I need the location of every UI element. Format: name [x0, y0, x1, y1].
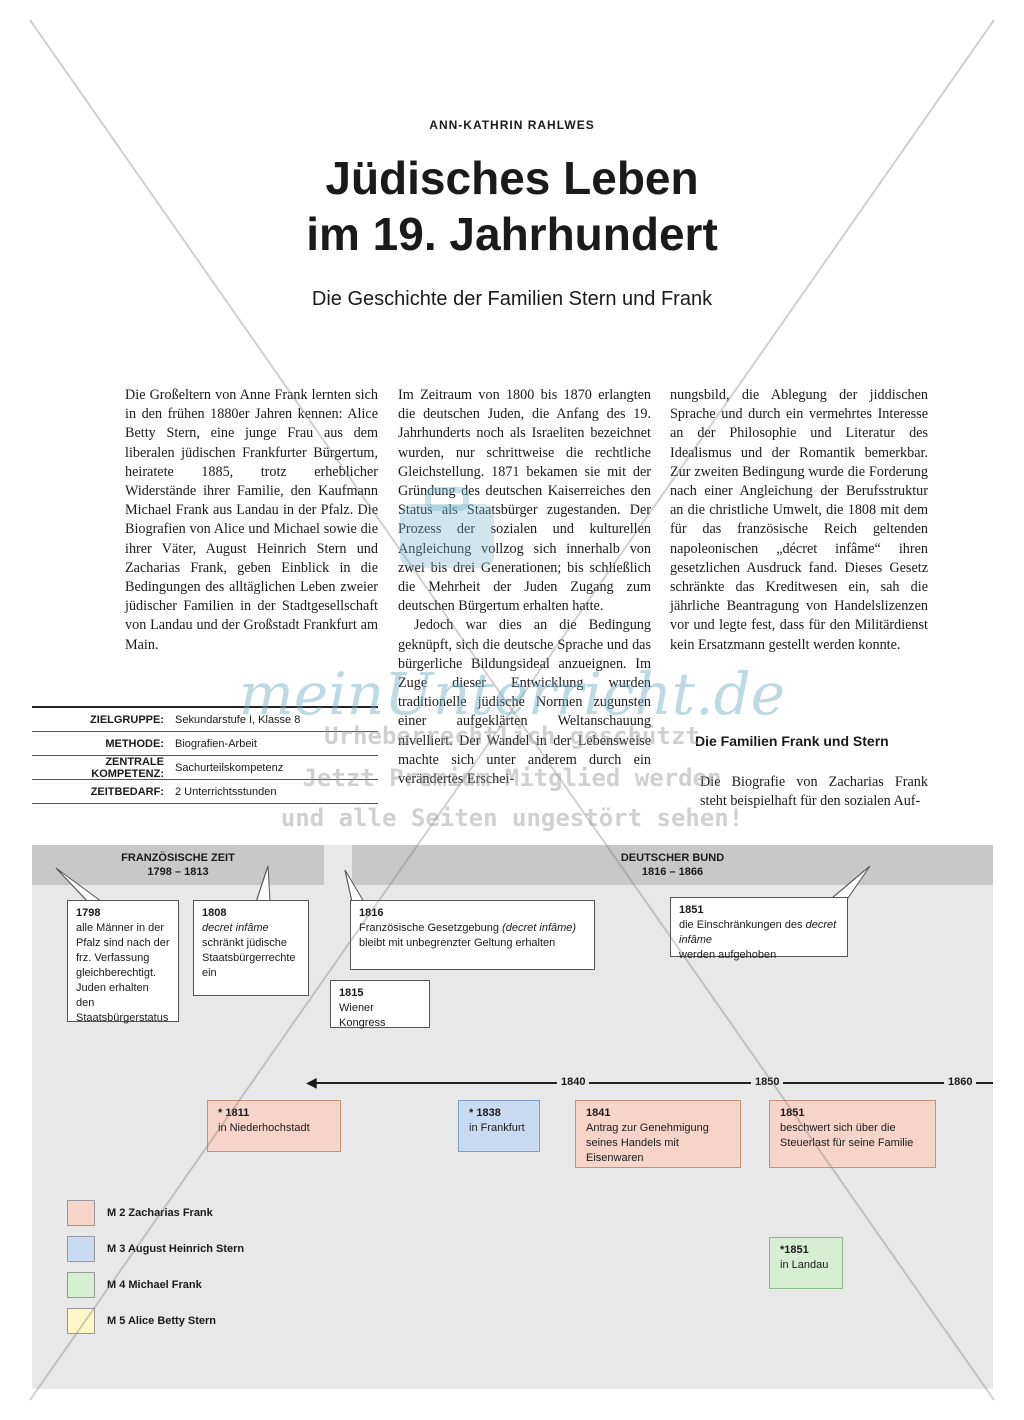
legend-item-michael: M 4 Michael Frank — [67, 1272, 202, 1298]
paragraph: Die Biografie von Zacharias Frank steht … — [700, 774, 928, 810]
section-heading: Die Familien Frank und Stern — [695, 733, 889, 749]
era-range: 1798 – 1813 — [147, 866, 209, 878]
info-label: ZIELGRUPPE: — [90, 713, 164, 726]
tick-1850: 1850 — [751, 1076, 784, 1088]
legend-label: M 3 August Heinrich Stern — [107, 1243, 245, 1255]
event-michael-birth: *1851 in Landau — [769, 1237, 843, 1289]
title-line-2: im 19. Jahrhundert — [306, 208, 718, 260]
event-august-birth: * 1838 in Frankfurt — [458, 1100, 540, 1152]
paragraph: Jedoch war dies an die Bedingung geknüpf… — [398, 617, 651, 788]
event-1815: 1815 Wiener Kongress — [330, 980, 430, 1029]
legend-item-zacharias: M 2 Zacharias Frank — [67, 1200, 213, 1226]
event-text: bleibt mit unbegrenzter Geltung erhalten — [359, 937, 556, 949]
info-value: Sachurteilskompetenz — [175, 761, 284, 774]
event-text: die Einschränkungen des — [679, 919, 803, 931]
era-name: FRANZÖSISCHE ZEIT — [121, 852, 235, 864]
timeline-axis — [312, 1082, 993, 1084]
event-italic: (decret infâme) — [502, 922, 577, 934]
event-year: 1808 — [202, 907, 227, 919]
legend-swatch — [67, 1236, 95, 1262]
info-value: Biografien-Arbeit — [175, 737, 257, 750]
event-text: Wiener Kongress — [339, 1002, 386, 1029]
event-1851-law: 1851 die Einschränkungen des decret infâ… — [670, 897, 848, 961]
event-year: * 1838 — [469, 1107, 501, 1119]
info-value: Sekundarstufe I, Klasse 8 — [175, 713, 301, 726]
legend-swatch — [67, 1272, 95, 1298]
event-year: *1851 — [780, 1244, 809, 1256]
text-column-3: nungsbild, die Ablegung der jiddischen S… — [670, 386, 928, 655]
event-year: * 1811 — [218, 1107, 250, 1119]
event-1798: 1798 alle Männer in der Pfalz sind nach … — [67, 900, 179, 1024]
legend-swatch — [67, 1200, 95, 1226]
event-italic: decret infâme — [679, 919, 837, 946]
era-german-confederation: DEUTSCHER BUND 1816 – 1866 — [352, 845, 993, 885]
page-subtitle: Die Geschichte der Familien Stern und Fr… — [311, 288, 713, 310]
era-range: 1816 – 1866 — [641, 866, 704, 878]
event-1816: 1816 Französische Gesetzgebung (decret i… — [350, 900, 595, 970]
info-label: ZENTRALE KOMPETENZ: — [91, 755, 164, 780]
author-name: ANN-KATHRIN RAHLWES — [429, 118, 595, 132]
event-text: Französische Gesetzgebung — [359, 922, 500, 934]
info-row-zeitbedarf: ZEITBEDARF: 2 Unterrichtsstunden — [32, 780, 378, 804]
event-year: 1816 — [359, 907, 384, 919]
paragraph: nungsbild, die Ablegung der jiddischen S… — [670, 387, 928, 653]
info-row-zielgruppe: ZIELGRUPPE: Sekundarstufe I, Klasse 8 — [32, 708, 378, 732]
event-text: Antrag zur Genehmigung seines Handels mi… — [586, 1122, 709, 1164]
info-row-kompetenz: ZENTRALE KOMPETENZ: Sachurteilskompetenz — [32, 756, 378, 780]
event-text: beschwert sich über die Steuerlast für s… — [780, 1122, 914, 1149]
info-label: METHODE: — [105, 737, 164, 750]
info-row-methode: METHODE: Biografien-Arbeit — [32, 732, 378, 756]
event-text: alle Männer in der Pfalz sind nach der f… — [76, 922, 170, 1024]
event-year: 1851 — [679, 904, 704, 916]
event-1808: 1808 decret infâme schränkt jüdische Sta… — [193, 900, 309, 996]
tick-1840: 1840 — [557, 1076, 590, 1088]
legend-label: M 5 Alice Betty Stern — [107, 1315, 217, 1327]
event-1841-trade: 1841 Antrag zur Genehmigung seines Hande… — [575, 1100, 741, 1168]
event-year: 1798 — [76, 907, 101, 919]
legend-label: M 4 Michael Frank — [107, 1279, 202, 1291]
page-title: Jüdisches Leben im 19. Jahrhundert — [0, 150, 1024, 262]
era-french-period: FRANZÖSISCHE ZEIT 1798 – 1813 — [32, 845, 324, 885]
paragraph: Die Großeltern von Anne Frank lernten si… — [125, 387, 378, 653]
event-text: in Landau — [780, 1259, 829, 1271]
legend-label: M 2 Zacharias Frank — [107, 1207, 213, 1219]
legend-item-august: M 3 August Heinrich Stern — [67, 1236, 244, 1262]
era-name: DEUTSCHER BUND — [620, 852, 725, 864]
event-zacharias-birth: * 1811 in Niederhochstadt — [207, 1100, 341, 1152]
event-year: 1841 — [586, 1107, 611, 1119]
title-line-1: Jüdisches Leben — [325, 152, 699, 204]
text-column-1: Die Großeltern von Anne Frank lernten si… — [125, 386, 378, 655]
event-1851-tax: 1851 beschwert sich über die Steuerlast … — [769, 1100, 936, 1168]
event-text: schränkt jüdische Staatsbürgerrechte ein — [202, 937, 296, 979]
lesson-info-box: ZIELGRUPPE: Sekundarstufe I, Klasse 8 ME… — [32, 706, 378, 804]
info-value: 2 Unterrichtsstunden — [175, 785, 277, 798]
info-label: ZEITBEDARF: — [90, 785, 164, 798]
event-year: 1851 — [780, 1107, 805, 1119]
arrow-left-icon: ◀ — [306, 1075, 317, 1091]
event-text: in Frankfurt — [469, 1122, 525, 1134]
legend-swatch — [67, 1308, 95, 1334]
tick-1860: 1860 — [944, 1076, 977, 1088]
paragraph: Im Zeitraum von 1800 bis 1870 erlangten … — [398, 387, 651, 615]
event-italic: decret infâme — [202, 922, 269, 934]
legend-item-alice: M 5 Alice Betty Stern — [67, 1308, 216, 1334]
event-text: in Niederhochstadt — [218, 1122, 310, 1134]
event-text: werden aufgehoben — [679, 949, 777, 961]
text-column-2: Im Zeitraum von 1800 bis 1870 erlangten … — [398, 386, 651, 789]
event-year: 1815 — [339, 987, 364, 999]
